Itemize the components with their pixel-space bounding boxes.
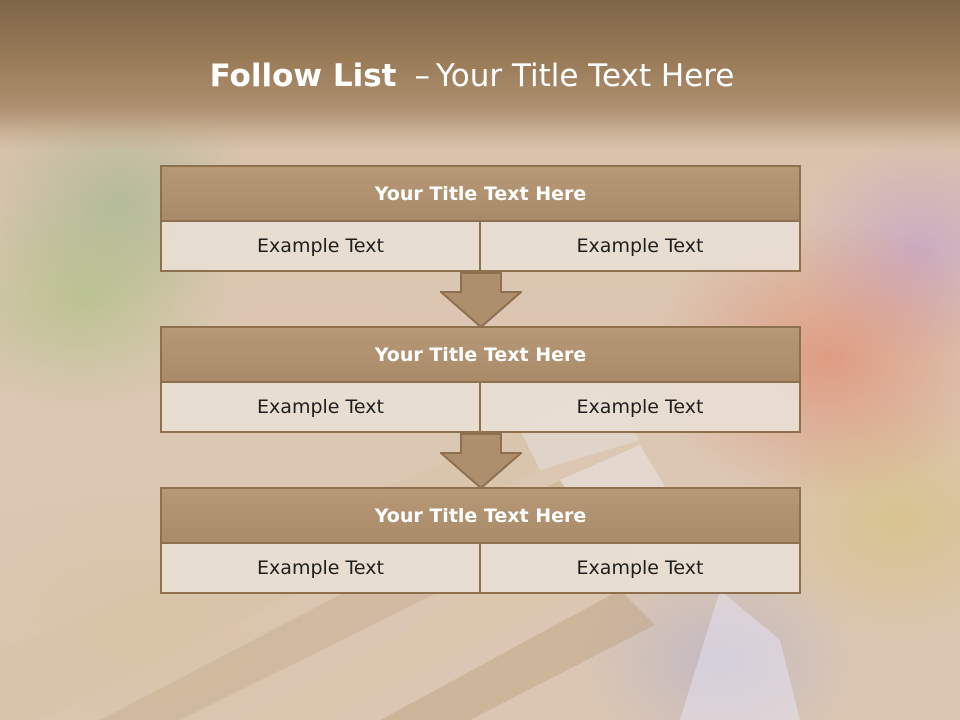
step-block-3: Your Title Text Here Example Text Exampl… — [160, 487, 801, 594]
step-row: Example Text Example Text — [160, 544, 801, 594]
step-cell-right: Example Text — [481, 544, 801, 594]
slide-title-dash: – — [414, 58, 430, 94]
down-arrow-icon — [440, 272, 522, 329]
step-title: Your Title Text Here — [160, 165, 801, 222]
step-block-1: Your Title Text Here Example Text Exampl… — [160, 165, 801, 272]
step-row: Example Text Example Text — [160, 383, 801, 433]
step-row: Example Text Example Text — [160, 222, 801, 272]
slide-title-text: Your Title Text Here — [435, 58, 735, 94]
step-block-2: Your Title Text Here Example Text Exampl… — [160, 326, 801, 433]
slide-title: Follow List–Your Title Text Here — [0, 56, 944, 96]
slide-title-bold: Follow List — [209, 58, 397, 94]
step-cell-right: Example Text — [481, 383, 801, 433]
title-bar — [0, 0, 960, 150]
down-arrow-icon — [440, 433, 522, 490]
step-cell-left: Example Text — [160, 544, 481, 594]
step-title: Your Title Text Here — [160, 487, 801, 544]
step-cell-left: Example Text — [160, 222, 481, 272]
step-cell-right: Example Text — [481, 222, 801, 272]
step-cell-left: Example Text — [160, 383, 481, 433]
step-title: Your Title Text Here — [160, 326, 801, 383]
